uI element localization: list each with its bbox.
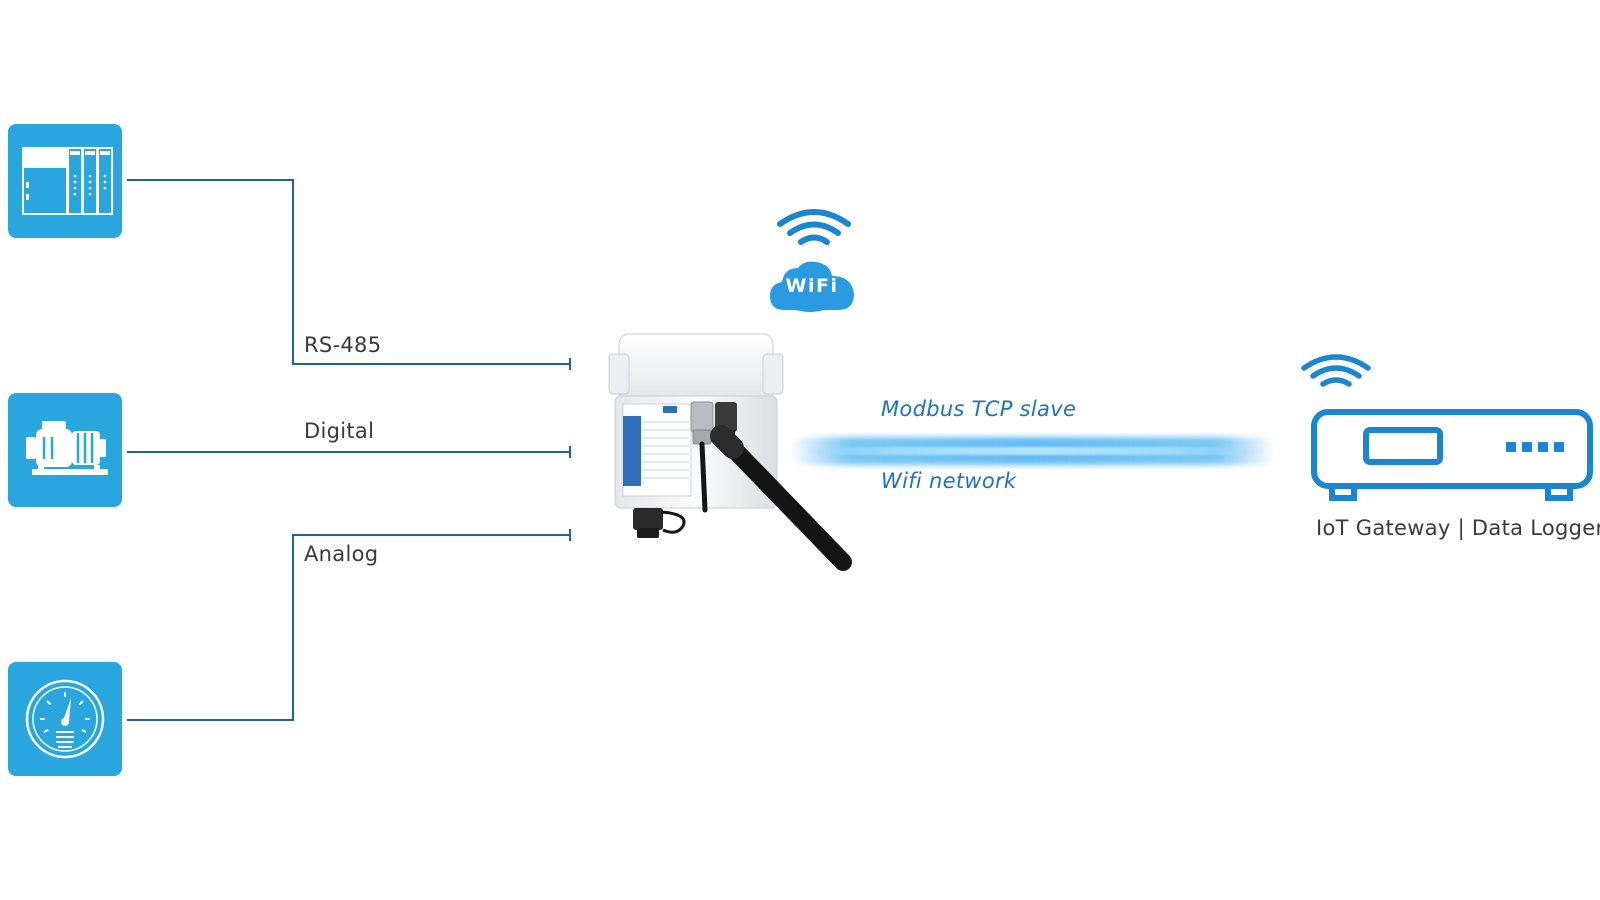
gauge-tile: [8, 662, 122, 776]
analog-label: Analog: [304, 542, 379, 566]
gateway-wifi-icon: [1301, 354, 1371, 387]
analog-line: [127, 534, 570, 721]
wifi-network-label: Wifi network: [881, 469, 1017, 493]
motor-pump-icon: [26, 421, 108, 475]
wifi-badge: WiFi: [768, 258, 856, 316]
gateway-label: IoT Gateway | Data Logger: [1316, 516, 1600, 540]
cloud-icon: [770, 261, 854, 312]
modbus-label: Modbus TCP slave: [881, 397, 1077, 421]
wifi-badge-text: WiFi: [785, 275, 839, 297]
rs485-line: [127, 179, 570, 365]
digital-label: Digital: [304, 419, 375, 443]
rs485-label: RS-485: [304, 333, 382, 357]
plc-rack-icon: [22, 147, 113, 215]
router-gateway-icon: [1311, 409, 1593, 501]
pressure-gauge-icon: [25, 679, 105, 759]
wifi-icon: [777, 209, 851, 245]
motor-tile: [8, 393, 122, 507]
wifi-sensor-device: [608, 333, 852, 571]
plc-tile: [8, 124, 122, 238]
wifi-beam-core: [800, 447, 1265, 455]
